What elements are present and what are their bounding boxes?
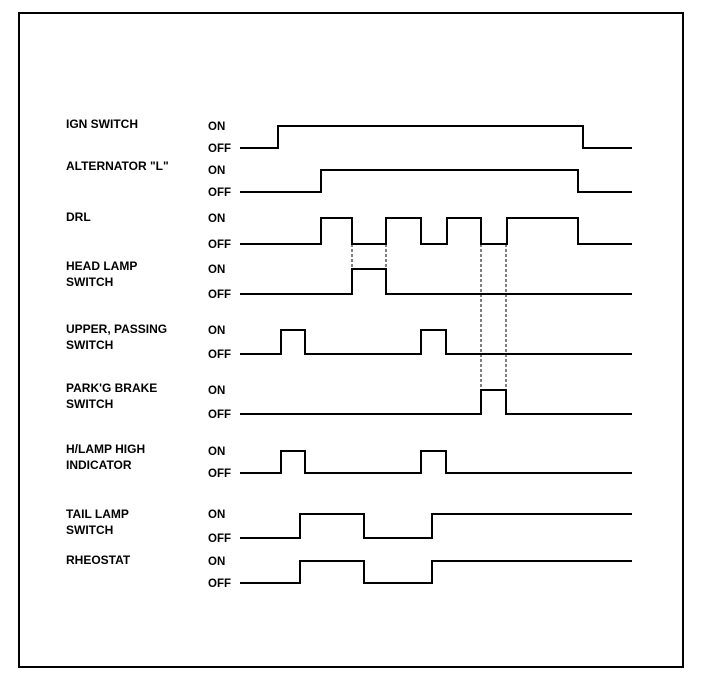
- signal-label-head-lamp-switch-line2: SWITCH: [66, 275, 113, 289]
- state-off-label: OFF: [208, 143, 231, 155]
- state-on-label: ON: [208, 264, 225, 276]
- waveform-upper-passing-switch: [240, 329, 632, 355]
- state-off-label: OFF: [208, 468, 231, 480]
- signal-label-upper-passing-switch-line2: SWITCH: [66, 338, 113, 352]
- signal-label-drl: DRL: [66, 210, 91, 224]
- waveform-h-lamp-high-indicator: [240, 450, 632, 474]
- waveform-drl: [240, 217, 632, 245]
- state-off-label: OFF: [208, 409, 231, 421]
- signal-label-rheostat: RHEOSTAT: [66, 553, 131, 567]
- waveform-ign-switch: [240, 125, 632, 149]
- state-off-label: OFF: [208, 187, 231, 199]
- state-off-label: OFF: [208, 289, 231, 301]
- state-off-label: OFF: [208, 533, 231, 545]
- signal-label-alternator-l: ALTERNATOR "L": [66, 159, 169, 173]
- signal-label-h-lamp-high-indicator-line2: INDICATOR: [66, 458, 132, 472]
- state-on-label: ON: [208, 213, 225, 225]
- waveform-parking-brake-switch: [240, 389, 632, 415]
- state-off-label: OFF: [208, 239, 231, 251]
- waveform-tail-lamp-switch: [240, 513, 632, 539]
- signal-label-head-lamp-switch: HEAD LAMP: [66, 259, 137, 273]
- diagram-frame: [18, 12, 684, 668]
- state-on-label: ON: [208, 121, 225, 133]
- state-on-label: ON: [208, 509, 225, 521]
- signal-label-ign-switch: IGN SWITCH: [66, 117, 138, 131]
- state-off-label: OFF: [208, 578, 231, 590]
- signal-label-tail-lamp-switch-line2: SWITCH: [66, 523, 113, 537]
- signal-label-tail-lamp-switch: TAIL LAMP: [66, 507, 129, 521]
- state-on-label: ON: [208, 165, 225, 177]
- waveform-alternator-l: [240, 169, 632, 193]
- state-on-label: ON: [208, 325, 225, 337]
- state-on-label: ON: [208, 446, 225, 458]
- signal-label-h-lamp-high-indicator: H/LAMP HIGH: [66, 442, 145, 456]
- waveform-head-lamp-switch: [240, 268, 632, 295]
- waveform-rheostat: [240, 560, 632, 584]
- signal-label-upper-passing-switch: UPPER, PASSING: [66, 322, 167, 336]
- state-on-label: ON: [208, 385, 225, 397]
- signal-label-parking-brake-switch-line2: SWITCH: [66, 397, 113, 411]
- state-off-label: OFF: [208, 349, 231, 361]
- signal-label-parking-brake-switch: PARK'G BRAKE: [66, 381, 157, 395]
- state-on-label: ON: [208, 556, 225, 568]
